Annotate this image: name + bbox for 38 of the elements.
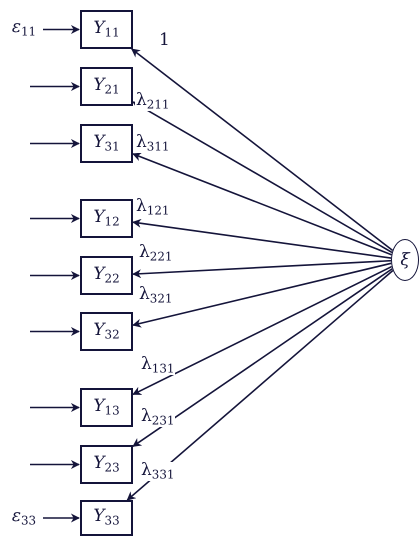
observed-variable-box: Y$_{21}$ — [80, 67, 133, 106]
edge-label: λ$_{131}$ — [140, 356, 176, 376]
arrow — [43, 514, 80, 522]
arrow — [132, 260, 392, 278]
observed-variable-box: Y$_{33}$ — [80, 500, 133, 536]
edge-label: λ$_{321}$ — [138, 286, 174, 306]
arrow — [131, 48, 394, 252]
arrow — [30, 82, 80, 91]
error-term-label: ε$_{33}$ — [6, 501, 42, 535]
arrow — [43, 25, 80, 34]
arrow — [132, 262, 392, 328]
arrow — [30, 214, 80, 223]
observed-variable-box: Y$_{31}$ — [80, 124, 133, 163]
edge-label: λ$_{231}$ — [140, 408, 176, 428]
arrow — [30, 139, 80, 148]
arrow — [30, 327, 80, 336]
observed-variable-box: Y$_{13}$ — [80, 388, 133, 427]
edge-label: λ$_{221}$ — [138, 244, 174, 264]
arrow — [126, 270, 394, 501]
observed-variable-box: Y$_{22}$ — [80, 256, 133, 295]
arrow — [132, 218, 392, 259]
observed-variable-box: Y$_{23}$ — [80, 445, 133, 484]
edge-label: λ$_{211}$ — [135, 92, 170, 112]
observed-variable-box: Y$_{11}$ — [80, 10, 133, 49]
observed-variable-box: Y$_{32}$ — [80, 312, 133, 351]
observed-variable-box: Y$_{12}$ — [80, 199, 133, 238]
arrow — [30, 403, 80, 412]
arrow — [132, 152, 392, 256]
error-term-label: ε$_{11}$ — [6, 12, 42, 46]
latent-variable-ellipse: ξ — [391, 239, 419, 281]
arrow — [132, 268, 393, 447]
arrow — [132, 101, 392, 254]
edge-label: λ$_{331}$ — [140, 462, 176, 482]
edge-label: λ$_{121}$ — [135, 198, 170, 218]
edge-label: λ$_{311}$ — [135, 134, 170, 154]
arrow — [132, 266, 392, 396]
arrow — [30, 271, 80, 280]
arrow — [30, 460, 80, 469]
